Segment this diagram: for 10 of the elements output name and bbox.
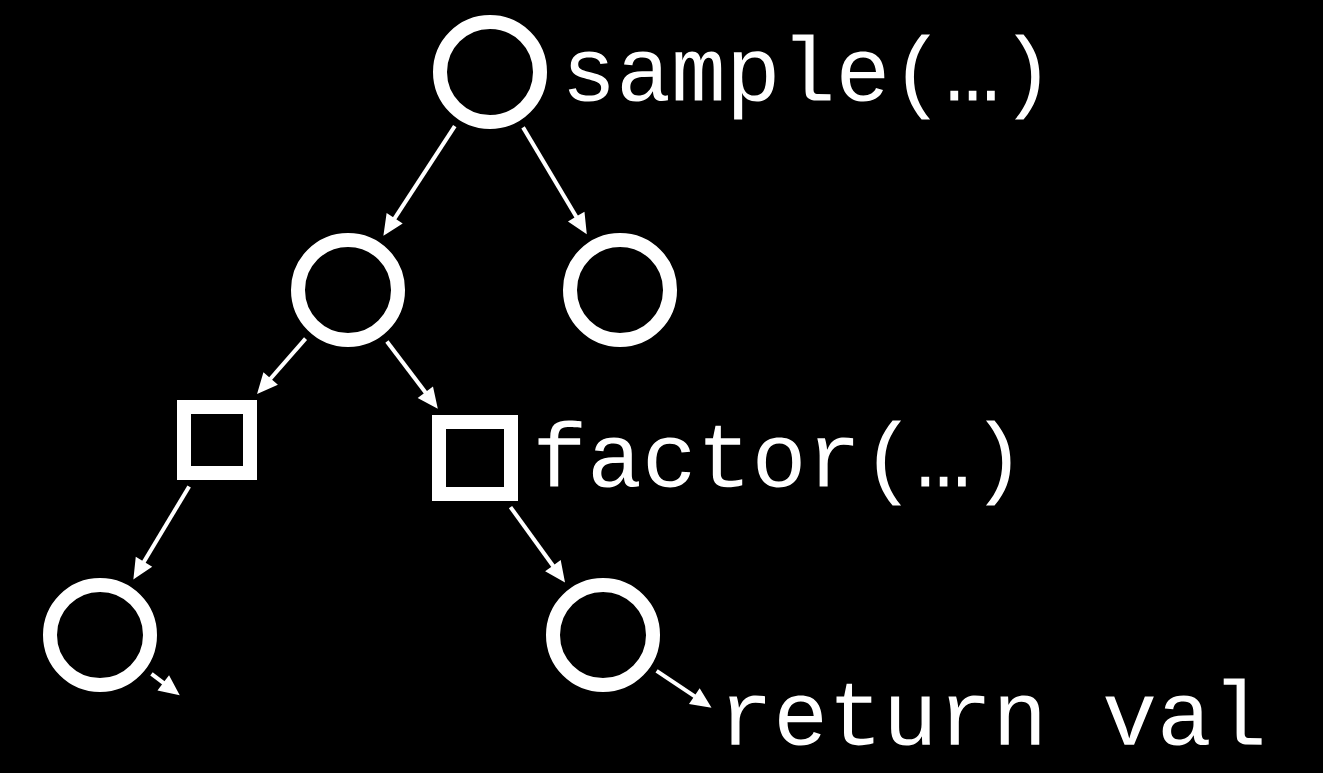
circle-node (546, 578, 660, 692)
square-node (177, 400, 257, 480)
circle-node (433, 15, 547, 129)
code-label: factor(…) (538, 420, 1011, 506)
circle-node (43, 578, 157, 692)
circle-node (563, 233, 677, 347)
code-label: sample(…) (568, 34, 1040, 120)
square-node (432, 415, 518, 501)
circle-node (291, 233, 405, 347)
code-label: return val (729, 678, 1262, 746)
